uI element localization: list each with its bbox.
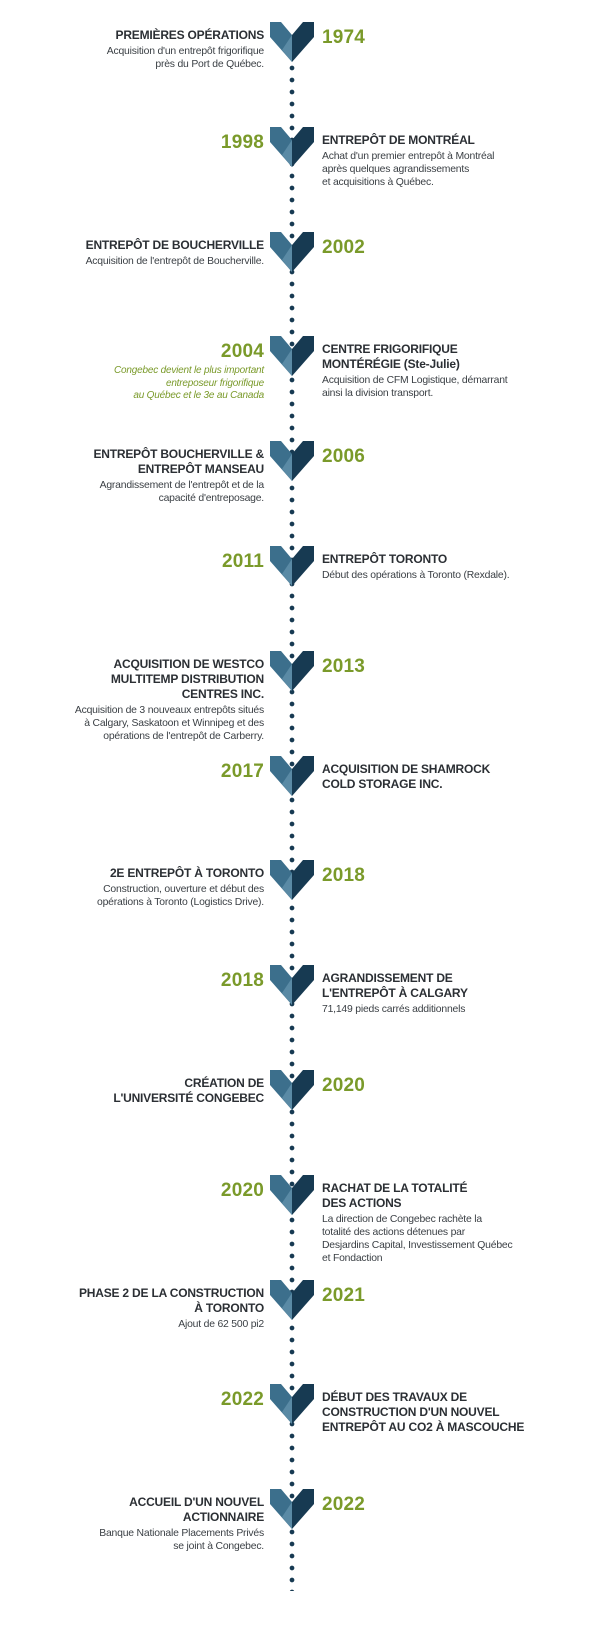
event-title: ACCUEIL D'UN NOUVEL ACTIONNAIRE — [129, 1495, 264, 1524]
event-content: ENTREPÔT TORONTO Début des opérations à T… — [322, 552, 532, 582]
event-year: 2006 — [322, 446, 366, 467]
timeline-event: 2018 2E ENTREPÔT À TORONTO Construction, o… — [0, 860, 612, 970]
event-title: CENTRE FRIGORIFIQUE MONTÉRÉGIE (Ste-Juli… — [322, 342, 460, 371]
event-title: RACHAT DE LA TOTALITÉ DES ACTIONS — [322, 1181, 468, 1210]
event-description: Début des opérations à Toronto (Rexdale)… — [322, 570, 510, 581]
event-content: CRÉATION DE L'UNIVERSITÉ CONGEBEC — [29, 1076, 264, 1106]
event-title: 2E ENTREPÔT À TORONTO — [109, 866, 264, 880]
event-description: Acquisition de 3 nouveaux entrepôts situ… — [74, 705, 264, 742]
event-title: ACQUISITION DE SHAMROCK COLD STORAGE INC… — [322, 762, 491, 791]
event-title: ENTREPÔT DE BOUCHERVILLE — [85, 238, 265, 252]
chevron-marker-icon — [270, 1384, 314, 1424]
event-content: DÉBUT DES TRAVAUX DE CONSTRUCTION D'UN N… — [322, 1390, 532, 1435]
event-content: AGRANDISSEMENT DE L'ENTREPÔT À CALGARY 71… — [322, 971, 532, 1016]
event-content: ENTREPÔT DE MONTRÉAL Achat d'un premier e… — [322, 133, 532, 189]
event-content: 2E ENTREPÔT À TORONTO Construction, ouver… — [29, 866, 264, 909]
event-title: ENTREPÔT BOUCHERVILLE & ENTREPÔT MANSEAU — [93, 447, 264, 476]
event-year: 2018 — [220, 970, 264, 991]
timeline-event: 1998 ENTREPÔT DE MONTRÉAL Achat d'un premi… — [0, 127, 612, 237]
timeline-event: 2002 ENTREPÔT DE BOUCHERVILLE Acquisition … — [0, 232, 612, 342]
event-description: Banque Nationale Placements Privés se jo… — [99, 1528, 264, 1552]
timeline-event: 2013 ACQUISITION DE WESTCO MULTITEMP DIST… — [0, 651, 612, 761]
event-year: 2011 — [221, 551, 264, 572]
event-description: Construction, ouverture et début des opé… — [97, 884, 264, 908]
event-content: RACHAT DE LA TOTALITÉ DES ACTIONS La dire… — [322, 1181, 532, 1265]
event-title: ENTREPÔT TORONTO — [322, 552, 448, 566]
timeline-event: 2006 ENTREPÔT BOUCHERVILLE & ENTREPÔT MAN… — [0, 441, 612, 551]
chevron-marker-icon — [270, 1280, 314, 1320]
chevron-marker-icon — [270, 756, 314, 796]
event-year: 2002 — [322, 237, 366, 258]
chevron-marker-icon — [270, 1489, 314, 1529]
event-content: PREMIÈRES OPÉRATIONS Acquisition d'un ent… — [29, 28, 264, 71]
event-year: 2022 — [220, 1389, 264, 1410]
timeline-event: 2020 CRÉATION DE L'UNIVERSITÉ CONGEBEC — [0, 1070, 612, 1180]
chevron-marker-icon — [270, 336, 314, 376]
event-title: PREMIÈRES OPÉRATIONS — [115, 28, 265, 42]
event-description: Acquisition de l'entrepôt de Bouchervill… — [85, 256, 265, 267]
timeline-event: 2017 ACQUISITION DE SHAMROCK COLD STORAGE… — [0, 756, 612, 866]
chevron-marker-icon — [270, 860, 314, 900]
event-year: 2020 — [322, 1075, 366, 1096]
event-year: 2018 — [322, 865, 366, 886]
event-year: 2004 — [220, 341, 264, 362]
event-note: Congebec devient le plus important entre… — [114, 365, 264, 401]
timeline-event: 2022 ACCUEIL D'UN NOUVEL ACTIONNAIRE Banqu… — [0, 1489, 612, 1599]
chevron-marker-icon — [270, 127, 314, 167]
event-description: Agrandissement de l'entrepôt et de la ca… — [99, 480, 265, 504]
event-description: 71,149 pieds carrés additionnels — [322, 1004, 466, 1015]
event-content: ACQUISITION DE SHAMROCK COLD STORAGE INC… — [322, 762, 532, 792]
event-year: 2022 — [322, 1494, 366, 1515]
chevron-marker-icon — [270, 22, 314, 62]
chevron-marker-icon — [270, 1175, 314, 1215]
event-title: DÉBUT DES TRAVAUX DE CONSTRUCTION D'UN N… — [322, 1390, 525, 1434]
event-description: Ajout de 62 500 pi2 — [178, 1319, 264, 1330]
event-description: Achat d'un premier entrepôt à Montréal a… — [322, 151, 495, 188]
timeline-event: 2011 ENTREPÔT TORONTO Début des opérations… — [0, 546, 612, 656]
event-description: La direction de Congebec rachète la tota… — [322, 1214, 513, 1264]
chevron-marker-icon — [270, 1070, 314, 1110]
timeline-event: 1974 PREMIÈRES OPÉRATIONS Acquisition d'un… — [0, 22, 612, 132]
event-title: AGRANDISSEMENT DE L'ENTREPÔT À CALGARY — [322, 971, 468, 1000]
timeline-event: 2018 AGRANDISSEMENT DE L'ENTREPÔT À CALGA… — [0, 965, 612, 1075]
event-content: ACQUISITION DE WESTCO MULTITEMP DISTRIBU… — [29, 657, 264, 743]
event-content: ACCUEIL D'UN NOUVEL ACTIONNAIRE Banque Na… — [29, 1495, 264, 1553]
event-content: ENTREPÔT BOUCHERVILLE & ENTREPÔT MANSEAU… — [29, 447, 264, 505]
event-title: ACQUISITION DE WESTCO MULTITEMP DISTRIBU… — [110, 657, 264, 701]
chevron-marker-icon — [270, 232, 314, 272]
event-year: 2021 — [322, 1285, 366, 1306]
event-title: ENTREPÔT DE MONTRÉAL — [322, 133, 475, 147]
event-year: 1974 — [322, 27, 366, 48]
chevron-marker-icon — [270, 546, 314, 586]
event-year: 2020 — [220, 1180, 264, 1201]
event-content: PHASE 2 DE LA CONSTRUCTION À TORONTO Ajou… — [29, 1286, 264, 1331]
event-title: PHASE 2 DE LA CONSTRUCTION À TORONTO — [78, 1286, 264, 1315]
timeline-event: 2022 DÉBUT DES TRAVAUX DE CONSTRUCTION D'… — [0, 1384, 612, 1494]
event-content: CENTRE FRIGORIFIQUE MONTÉRÉGIE (Ste-Juli… — [322, 342, 532, 400]
event-title: CRÉATION DE L'UNIVERSITÉ CONGEBEC — [113, 1076, 264, 1105]
timeline-dotted-line — [288, 62, 296, 1591]
event-year: 2017 — [220, 761, 264, 782]
timeline-event: 2021 PHASE 2 DE LA CONSTRUCTION À TORONTO… — [0, 1280, 612, 1390]
event-year: 1998 — [220, 132, 264, 153]
event-content: ENTREPÔT DE BOUCHERVILLE Acquisition de l… — [29, 238, 265, 268]
event-description: Acquisition de CFM Logistique, démarrant… — [322, 375, 508, 399]
event-description: Acquisition d'un entrepôt frigorifique p… — [106, 46, 264, 70]
chevron-marker-icon — [270, 965, 314, 1005]
event-year: 2013 — [322, 656, 366, 677]
chevron-marker-icon — [270, 441, 314, 481]
chevron-marker-icon — [270, 651, 314, 691]
timeline-event: 2020 RACHAT DE LA TOTALITÉ DES ACTIONS La … — [0, 1175, 612, 1285]
